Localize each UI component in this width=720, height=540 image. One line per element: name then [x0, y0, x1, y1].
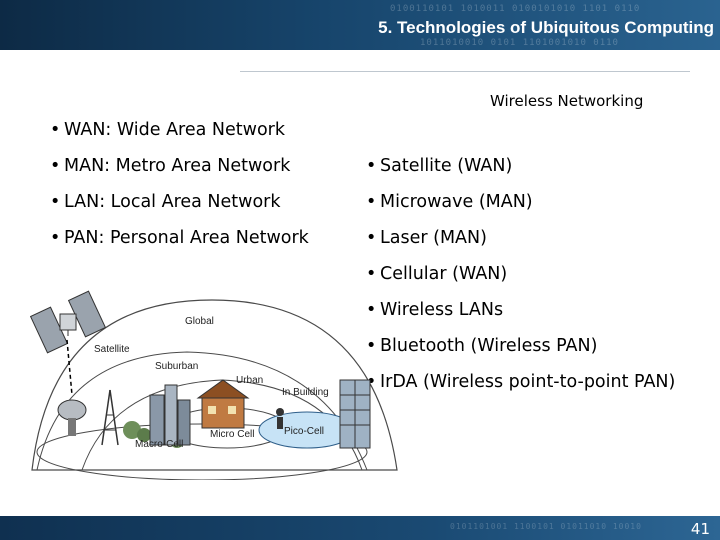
binary-decoration: 0100110101 1010011 0100101010 1101 0110: [390, 4, 641, 14]
list-item: Laser (MAN): [366, 227, 675, 263]
label-pico-cell: Pico-Cell: [284, 426, 324, 437]
header-bar: 0100110101 1010011 0100101010 1101 0110 …: [0, 0, 720, 50]
label-macro-cell: Macro-Cell: [135, 439, 183, 450]
label-suburban: Suburban: [155, 361, 198, 372]
wireless-technologies-list: Satellite (WAN) Microwave (MAN) Laser (M…: [366, 155, 675, 407]
list-item: PAN: Personal Area Network: [50, 227, 309, 263]
list-item: IrDA (Wireless point-to-point PAN): [366, 371, 675, 407]
slide-title: 5. Technologies of Ubiquitous Computing: [378, 18, 714, 37]
list-item: Cellular (WAN): [366, 263, 675, 299]
list-item: Satellite (WAN): [366, 155, 675, 191]
coverage-diagram: Global Satellite Suburban Urban In Build…: [22, 280, 402, 480]
global-dome: [31, 299, 398, 471]
slide-subtitle: Wireless Networking: [490, 92, 644, 110]
uplink-beam: [66, 339, 73, 396]
label-global: Global: [185, 316, 214, 327]
list-item: Wireless LANs: [366, 299, 675, 335]
label-micro-cell: Micro Cell: [210, 429, 254, 440]
label-satellite: Satellite: [94, 344, 130, 355]
label-urban: Urban: [236, 375, 263, 386]
cell-tower-icon: [101, 389, 119, 446]
divider: [240, 71, 690, 72]
user-icon: [276, 408, 284, 429]
satellite-icon: [29, 290, 107, 354]
list-item: Microwave (MAN): [366, 191, 675, 227]
network-types-list: WAN: Wide Area Network MAN: Metro Area N…: [50, 119, 309, 263]
page-number: 41: [690, 520, 710, 538]
list-item: Bluetooth (Wireless PAN): [366, 335, 675, 371]
binary-decoration: 0101101001 1100101 01011010 10010: [450, 522, 642, 531]
binary-decoration: 1011010010 0101 1101001010 0110: [420, 38, 619, 48]
footer-bar: 0101101001 1100101 01011010 10010 41: [0, 516, 720, 540]
list-item: WAN: Wide Area Network: [50, 119, 309, 155]
list-item: MAN: Metro Area Network: [50, 155, 309, 191]
office-building-icon: [339, 379, 371, 449]
list-item: LAN: Local Area Network: [50, 191, 309, 227]
house-icon: [196, 379, 250, 429]
satellite-dish-icon: [57, 399, 87, 436]
city-buildings-icon: [149, 384, 191, 446]
label-in-building: In Building: [282, 387, 329, 398]
